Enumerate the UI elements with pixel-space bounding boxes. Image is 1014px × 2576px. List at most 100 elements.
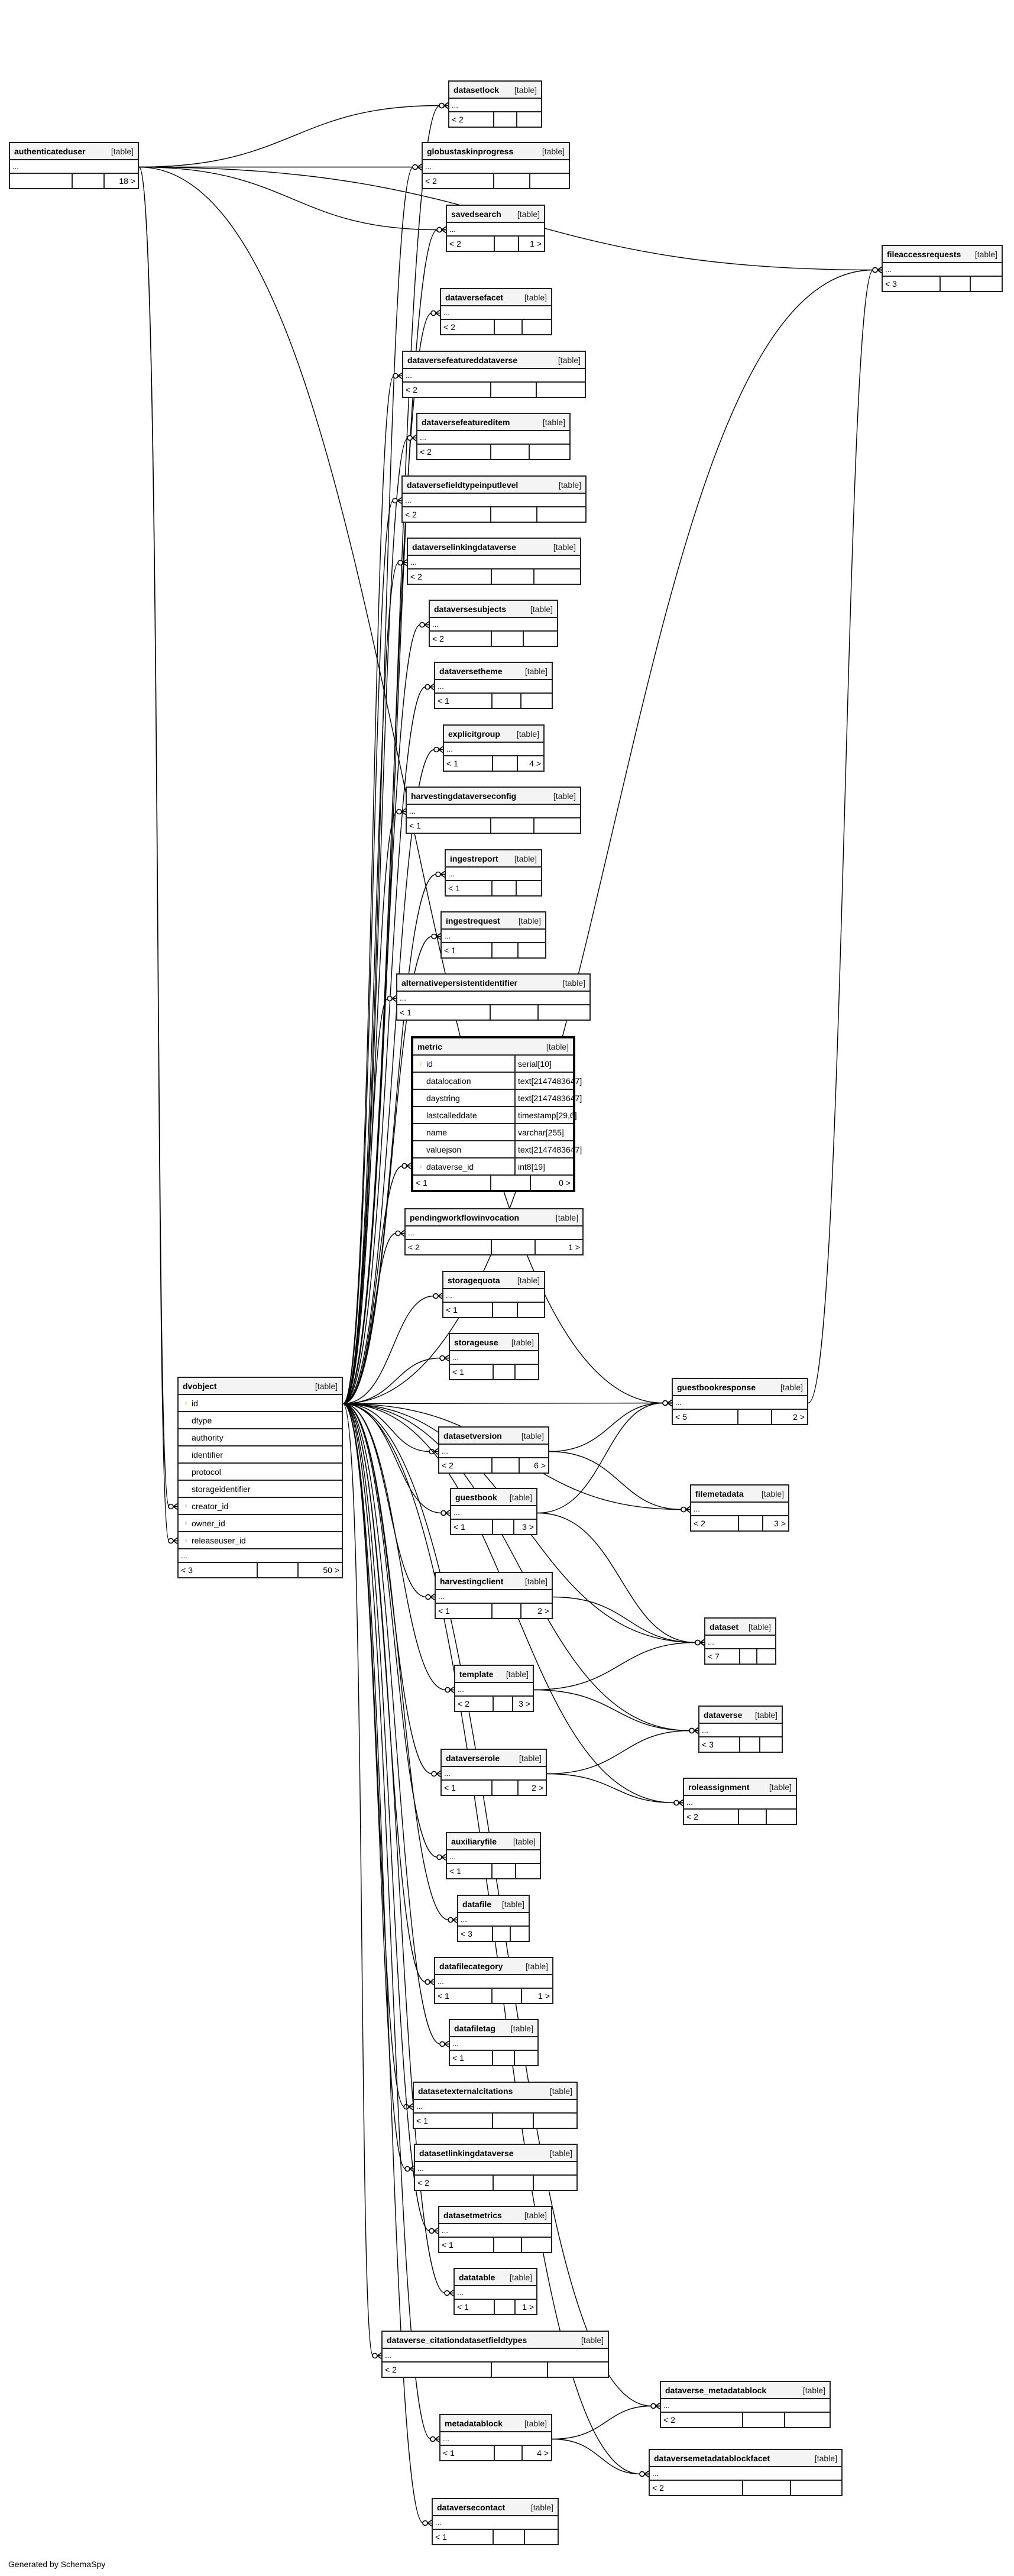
collapsed-columns-row[interactable]: ... (436, 1590, 552, 1604)
collapsed-columns-row[interactable]: ... (408, 556, 580, 569)
collapsed-columns-row[interactable]: ... (442, 930, 545, 943)
column-row[interactable]: authority (179, 1429, 342, 1446)
column-row[interactable]: ♀releaseuser_id (179, 1532, 342, 1549)
collapsed-columns-row[interactable]: ... (407, 805, 580, 818)
table-authenticateduser[interactable]: authenticateduser[table]...18 > (9, 142, 139, 189)
column-row[interactable]: storageidentifier (179, 1481, 342, 1498)
collapsed-columns-row[interactable]: ... (447, 1850, 540, 1864)
collapsed-columns-row[interactable]: ... (430, 618, 557, 632)
table-datasetlock[interactable]: datasetlock[table]...< 2 (448, 80, 542, 128)
table-datasetlinkingdataverse[interactable]: datasetlinkingdataverse[table]...< 2 (414, 2144, 578, 2191)
collapsed-columns-row[interactable]: ... (673, 1396, 807, 1410)
collapsed-columns-row[interactable]: ... (883, 263, 1002, 277)
column-row[interactable]: ♀creator_id (179, 1498, 342, 1515)
table-fileaccessrequests[interactable]: fileaccessrequests[table]...< 3 (882, 245, 1003, 292)
table-auxiliaryfile[interactable]: auxiliaryfile[table]...< 1 (446, 1832, 541, 1879)
table-ingestrequest[interactable]: ingestrequest[table]...< 1 (440, 911, 546, 959)
table-dataversesubjects[interactable]: dataversesubjects[table]...< 2 (429, 600, 558, 647)
table-dataverselinkingdataverse[interactable]: dataverselinkingdataverse[table]...< 2 (407, 538, 581, 585)
collapsed-columns-row[interactable]: ... (415, 2162, 576, 2176)
table-dataverse[interactable]: dataverse[table]...< 3 (698, 1706, 783, 1753)
collapsed-columns-row[interactable]: ... (699, 1724, 782, 1737)
table-datafile[interactable]: datafile[table]...< 3 (457, 1895, 530, 1942)
collapsed-columns-row[interactable]: ... (443, 1289, 544, 1303)
more-columns-row[interactable]: ... (179, 1549, 342, 1563)
table-alternativepersistentidentifier[interactable]: alternativepersistentidentifier[table]..… (396, 973, 591, 1021)
table-dataversefacet[interactable]: dataversefacet[table]...< 2 (440, 288, 552, 335)
collapsed-columns-row[interactable]: ... (450, 2037, 537, 2051)
column-row[interactable]: identifier (179, 1446, 342, 1464)
column-row[interactable]: ♀id (179, 1395, 342, 1412)
collapsed-columns-row[interactable]: ... (455, 1683, 533, 1697)
table-storagequota[interactable]: storagequota[table]...< 1 (442, 1271, 545, 1318)
collapsed-columns-row[interactable]: ... (439, 1445, 548, 1458)
table-harvestingdataverseconfig[interactable]: harvestingdataverseconfig[table]...< 1 (406, 787, 581, 834)
table-dataverse_citationdatasetfieldtypes[interactable]: dataverse_citationdatasetfieldtypes[tabl… (381, 2331, 609, 2378)
collapsed-columns-row[interactable]: ... (449, 99, 541, 112)
collapsed-columns-row[interactable]: ... (442, 1767, 546, 1781)
column-row[interactable]: ♀owner_id (179, 1515, 342, 1532)
collapsed-columns-row[interactable]: ... (435, 1975, 552, 1989)
collapsed-columns-row[interactable]: ... (455, 2286, 536, 2300)
table-dataverse_metadatablock[interactable]: dataverse_metadatablock[table]...< 2 (660, 2381, 831, 2428)
table-dataversemetadatablockfacet[interactable]: dataversemetadatablockfacet[table]...< 2 (649, 2449, 843, 2496)
table-dataversefieldtypeinputlevel[interactable]: dataversefieldtypeinputlevel[table]...< … (401, 475, 587, 523)
table-storageuse[interactable]: storageuse[table]...< 1 (449, 1333, 539, 1380)
collapsed-columns-row[interactable]: ... (650, 2467, 841, 2481)
table-dataversetheme[interactable]: dataversetheme[table]...< 1 (434, 662, 553, 709)
collapsed-columns-row[interactable]: ... (439, 2224, 551, 2238)
collapsed-columns-row[interactable]: ... (10, 160, 138, 174)
collapsed-columns-row[interactable]: ... (458, 1913, 529, 1927)
collapsed-columns-row[interactable]: ... (661, 2399, 830, 2413)
table-ingestreport[interactable]: ingestreport[table]...< 1 (445, 849, 542, 897)
table-datafiletag[interactable]: datafiletag[table]...< 1 (449, 2019, 539, 2066)
collapsed-columns-row[interactable]: ... (403, 494, 585, 507)
table-globustaskinprogress[interactable]: globustaskinprogress[table]...< 2 (422, 142, 570, 189)
collapsed-columns-row[interactable]: ... (684, 1796, 796, 1810)
table-datasetmetrics[interactable]: datasetmetrics[table]...< 1 (438, 2206, 552, 2253)
column-row[interactable]: protocol (179, 1464, 342, 1481)
collapsed-columns-row[interactable]: ... (417, 431, 569, 445)
collapsed-columns-row[interactable]: ... (446, 868, 541, 881)
collapsed-columns-row[interactable]: ... (406, 1226, 582, 1240)
collapsed-columns-row[interactable]: ... (435, 680, 552, 694)
table-dataset[interactable]: dataset[table]...< 7 (704, 1617, 776, 1665)
collapsed-columns-row[interactable]: ... (447, 223, 544, 237)
table-dataversefeatureditem[interactable]: dataversefeatureditem[table]...< 2 (416, 413, 571, 460)
table-dataversefeatureddataverse[interactable]: dataversefeatureddataverse[table]...< 2 (402, 351, 586, 398)
table-datasetexternalcitations[interactable]: datasetexternalcitations[table]...< 1 (413, 2082, 578, 2129)
collapsed-columns-row[interactable]: ... (441, 306, 551, 320)
table-dataversecontact[interactable]: dataversecontact[table]...< 1 (432, 2498, 559, 2545)
collapsed-columns-row[interactable]: ... (450, 1351, 538, 1365)
collapsed-columns-row[interactable]: ... (691, 1503, 788, 1516)
collapsed-columns-row[interactable]: ... (414, 2100, 576, 2114)
collapsed-columns-row[interactable]: ... (397, 992, 589, 1005)
table-roleassignment[interactable]: roleassignment[table]...< 2 (683, 1778, 797, 1825)
collapsed-columns-row[interactable]: ... (383, 2349, 608, 2363)
collapsed-columns-row[interactable]: ... (403, 369, 585, 383)
collapsed-columns-row[interactable]: ... (444, 743, 543, 756)
collapsed-columns-row[interactable]: ... (705, 1636, 775, 1649)
collapsed-columns-row[interactable]: ... (433, 2516, 558, 2530)
